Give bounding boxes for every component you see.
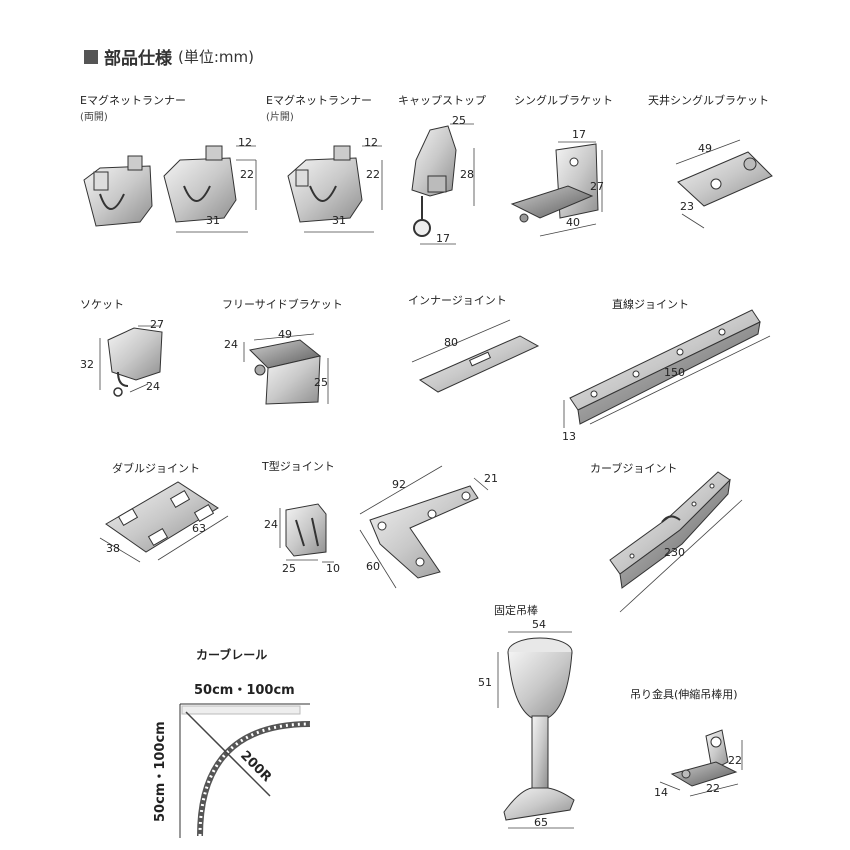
label-e-runner-single: Eマグネットランナー bbox=[266, 94, 372, 107]
drawing-single-bracket: 17 27 40 bbox=[510, 128, 604, 237]
unit-text: (単位:mm) bbox=[178, 48, 254, 66]
dim-fixed-rod-base: 65 bbox=[534, 816, 548, 829]
label-fixed-rod: 固定吊棒 bbox=[494, 604, 538, 617]
label-hanger: 吊り金具(伸縮吊棒用) bbox=[630, 688, 738, 701]
dim-hanger-height: 22 bbox=[728, 754, 742, 767]
drawing-straight-joint: 150 13 bbox=[562, 309, 771, 443]
dim-single-bracket-depth: 40 bbox=[566, 216, 580, 229]
dim-curve-joint-length: 230 bbox=[664, 546, 685, 559]
label-inner-joint: インナージョイント bbox=[408, 294, 507, 307]
label-curve-rail: カーブレール bbox=[196, 648, 268, 662]
dim-fixed-rod-height: 51 bbox=[478, 676, 492, 689]
dim-t-joint-height: 24 bbox=[264, 518, 278, 531]
note-e-runner-single: (片開) bbox=[266, 112, 294, 123]
dim-curve-rail-height: 50cm・100cm bbox=[153, 721, 168, 822]
label-double-joint: ダブルジョイント bbox=[112, 462, 200, 475]
drawing-hanger: 22 14 22 bbox=[654, 729, 743, 799]
label-t-joint: T型ジョイント bbox=[262, 460, 335, 473]
square-bullet-icon bbox=[84, 49, 98, 64]
drawing-double-joint: 38 63 bbox=[99, 481, 229, 563]
dim-curve-rail-width: 50cm・100cm bbox=[194, 683, 295, 698]
dim-socket-height: 32 bbox=[80, 358, 94, 371]
dim-e-runner-single-length: 31 bbox=[332, 214, 346, 227]
label-cap-stop: キャップストップ bbox=[398, 94, 486, 107]
dim-e-runner-double-length: 31 bbox=[206, 214, 220, 227]
section-title: 部品仕様 (単位:mm) bbox=[84, 44, 254, 69]
dim-t-plate-height: 60 bbox=[366, 560, 380, 573]
dim-hanger-width: 22 bbox=[706, 782, 720, 795]
dim-single-bracket-height: 27 bbox=[590, 180, 604, 193]
dim-fixed-rod-top: 54 bbox=[532, 618, 546, 631]
label-curve-joint: カーブジョイント bbox=[590, 462, 678, 475]
dim-straight-joint-length: 150 bbox=[664, 366, 685, 379]
dim-cap-stop-top: 25 bbox=[452, 114, 466, 127]
dim-cap-stop-height: 28 bbox=[460, 168, 474, 181]
drawing-t-joint: 24 25 10 bbox=[264, 503, 340, 575]
dim-single-bracket-top: 17 bbox=[572, 128, 586, 141]
drawing-socket: 27 32 24 bbox=[80, 318, 164, 397]
dim-e-runner-double-height: 22 bbox=[240, 168, 254, 181]
label-free-side-bracket: フリーサイドブラケット bbox=[222, 298, 343, 311]
label-single-bracket: シングルブラケット bbox=[514, 94, 613, 107]
dim-curve-rail-radius: 200R bbox=[237, 748, 274, 785]
drawing-free-side-bracket: 49 24 25 bbox=[224, 328, 329, 405]
label-straight-joint: 直線ジョイント bbox=[612, 298, 689, 311]
dim-e-runner-double-width: 12 bbox=[238, 136, 252, 149]
dim-t-plate-length: 92 bbox=[392, 478, 406, 491]
drawing-fixed-rod: 54 51 65 bbox=[478, 618, 575, 829]
drawing-e-runner-double: 12 22 31 bbox=[83, 136, 257, 233]
drawing-curve-rail: 50cm・100cm 50cm・100cm 200R bbox=[153, 683, 311, 838]
drawing-t-plate: 92 21 60 bbox=[359, 465, 498, 589]
dim-t-joint-depth: 10 bbox=[326, 562, 340, 575]
label-socket: ソケット bbox=[80, 298, 124, 311]
dim-ceiling-bracket-width: 49 bbox=[698, 142, 712, 155]
dim-double-joint-length: 63 bbox=[192, 522, 206, 535]
dim-socket-top: 27 bbox=[150, 318, 164, 331]
dim-double-joint-width: 38 bbox=[106, 542, 120, 555]
dim-free-side-bracket-width: 49 bbox=[278, 328, 292, 341]
dim-free-side-bracket-depth: 24 bbox=[224, 338, 238, 351]
drawing-ceiling-bracket: 49 23 bbox=[675, 139, 773, 229]
dim-t-joint-width: 25 bbox=[282, 562, 296, 575]
label-e-runner-double: Eマグネットランナー bbox=[80, 94, 186, 107]
dim-free-side-bracket-height: 25 bbox=[314, 376, 328, 389]
title-text: 部品仕様 bbox=[104, 49, 172, 69]
dim-hanger-depth: 14 bbox=[654, 786, 668, 799]
dim-socket-bottom: 24 bbox=[146, 380, 160, 393]
dim-e-runner-single-height: 22 bbox=[366, 168, 380, 181]
drawing-inner-joint: 80 bbox=[411, 319, 540, 393]
dim-inner-joint-length: 80 bbox=[444, 336, 458, 349]
drawing-curve-joint: 230 bbox=[609, 471, 743, 613]
dim-t-plate-width: 21 bbox=[484, 472, 498, 485]
dim-straight-joint-width: 13 bbox=[562, 430, 576, 443]
drawing-cap-stop: 25 28 17 bbox=[411, 114, 475, 245]
dim-ceiling-bracket-depth: 23 bbox=[680, 200, 694, 213]
drawing-e-runner-single: 12 22 31 bbox=[287, 136, 383, 233]
dim-cap-stop-bottom: 17 bbox=[436, 232, 450, 245]
label-ceiling-bracket: 天井シングルブラケット bbox=[648, 94, 769, 107]
note-e-runner-double: (両開) bbox=[80, 112, 108, 123]
dim-e-runner-single-width: 12 bbox=[364, 136, 378, 149]
